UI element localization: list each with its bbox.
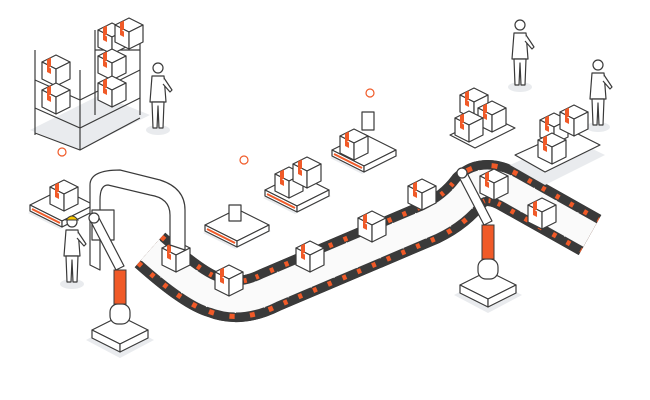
worker-with-hard-hat — [59, 215, 87, 290]
shelf-box — [97, 75, 127, 108]
shelf-box — [114, 17, 144, 50]
conveyor-box — [214, 264, 244, 297]
worker-with-scanner — [145, 62, 173, 136]
agv-robot — [262, 156, 332, 215]
conveyor-box — [527, 197, 557, 230]
shelf-box — [97, 48, 127, 81]
conveyor-box — [357, 210, 387, 243]
shelf-box — [41, 54, 71, 87]
conveyor-box — [407, 178, 437, 211]
shelf-box — [41, 82, 71, 115]
agv-robot — [329, 111, 399, 175]
agv-robot — [202, 204, 272, 250]
conveyor-box — [295, 240, 325, 273]
agv-robot — [27, 179, 97, 230]
storage-shelves — [30, 17, 150, 151]
cart-with-boxes — [510, 104, 605, 185]
worker-pointing — [585, 59, 613, 133]
worker-with-pallet-jack — [507, 19, 535, 93]
wireless-signal-icons — [57, 88, 375, 165]
pallet-jack — [449, 87, 516, 149]
conveyor-box — [479, 168, 509, 201]
